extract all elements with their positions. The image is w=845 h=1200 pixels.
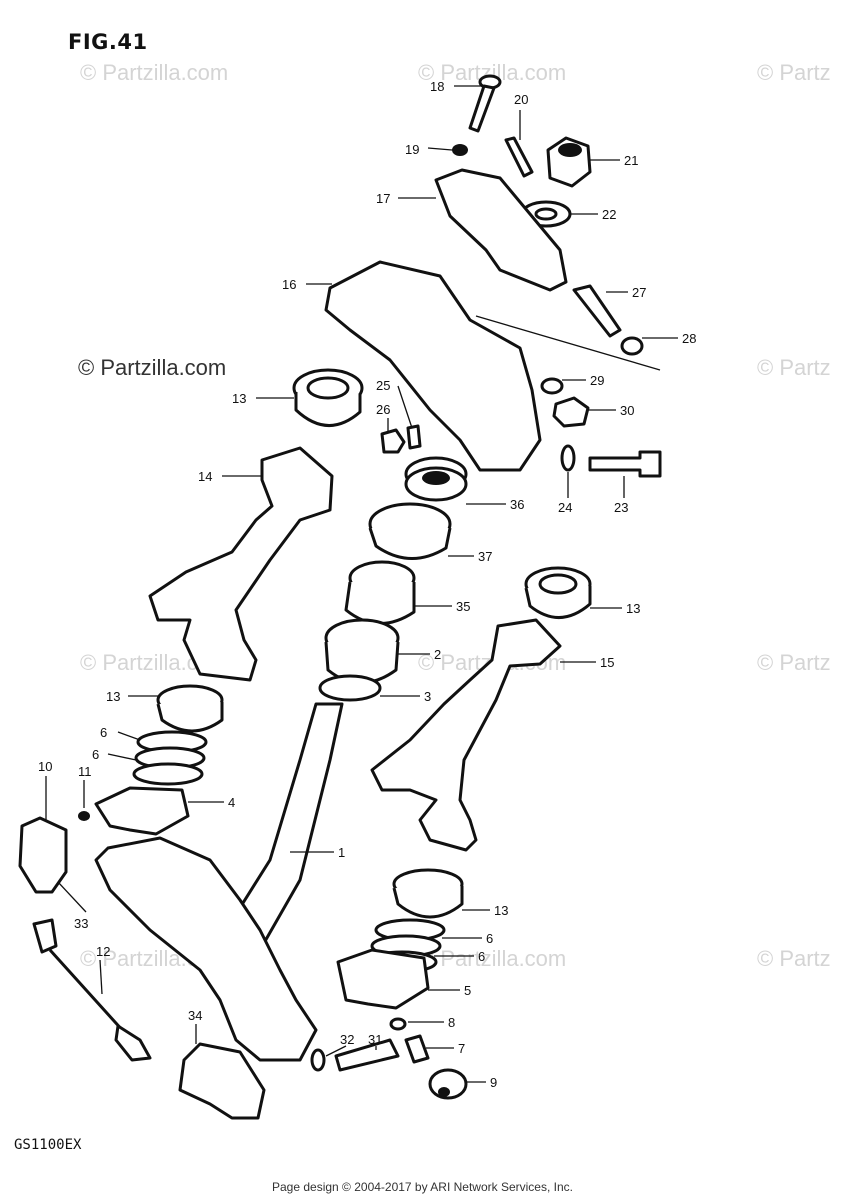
callout-36: 36 bbox=[510, 497, 524, 512]
callout-22: 22 bbox=[602, 207, 616, 222]
part-cap-nut-21 bbox=[546, 136, 592, 188]
watermark: © Partz bbox=[757, 650, 831, 675]
callout-13-lower: 13 bbox=[494, 903, 508, 918]
callout-31: 31 bbox=[368, 1032, 382, 1047]
part-bearing-35 bbox=[344, 560, 416, 625]
callout-37: 37 bbox=[478, 549, 492, 564]
part-dust-seal-13-left bbox=[156, 684, 224, 733]
callout-21: 21 bbox=[624, 153, 638, 168]
callout-29: 29 bbox=[590, 373, 604, 388]
part-handlebar-holder-17 bbox=[434, 168, 568, 292]
part-washer-29 bbox=[540, 377, 564, 395]
part-washer-24 bbox=[560, 444, 576, 472]
part-upper-bracket-16 bbox=[324, 260, 542, 472]
part-bolt-18 bbox=[468, 74, 502, 133]
part-plate-20 bbox=[504, 136, 534, 178]
callout-13-top: 13 bbox=[232, 391, 246, 406]
part-nut-19 bbox=[452, 144, 468, 156]
part-fork-cover-14 bbox=[148, 446, 334, 682]
callout-32: 32 bbox=[340, 1032, 354, 1047]
part-nut-30 bbox=[552, 396, 590, 428]
figure-title: FIG.41 bbox=[68, 30, 148, 54]
part-spring-6-left bbox=[132, 730, 208, 786]
callout-15: 15 bbox=[600, 655, 614, 670]
callout-17: 17 bbox=[376, 191, 390, 206]
watermark: © Partz bbox=[757, 60, 831, 85]
watermark: © Partzilla.com bbox=[80, 60, 229, 85]
part-cable-12 bbox=[32, 918, 152, 1062]
part-bracket-10 bbox=[18, 816, 68, 894]
watermark: © Partz bbox=[757, 946, 831, 971]
callout-2: 2 bbox=[434, 647, 441, 662]
part-cap-9 bbox=[428, 1068, 468, 1100]
model-code: GS1100EX bbox=[14, 1137, 82, 1153]
part-fork-clamp-4 bbox=[94, 786, 190, 836]
callout-27: 27 bbox=[632, 285, 646, 300]
part-fork-cover-15 bbox=[370, 618, 562, 852]
part-fitting-7 bbox=[404, 1034, 430, 1064]
part-seal-37 bbox=[368, 502, 452, 560]
part-dust-seal-13-top bbox=[292, 368, 364, 427]
callout-6-a: 6 bbox=[100, 725, 107, 740]
callout-34: 34 bbox=[188, 1008, 202, 1023]
callout-4: 4 bbox=[228, 795, 235, 810]
part-bolt-23 bbox=[588, 450, 662, 478]
callout-26: 26 bbox=[376, 402, 390, 417]
callout-18: 18 bbox=[430, 79, 444, 94]
part-washer-8 bbox=[389, 1017, 407, 1031]
callout-9: 9 bbox=[490, 1075, 497, 1090]
callout-35: 35 bbox=[456, 599, 470, 614]
callout-13-left: 13 bbox=[106, 689, 120, 704]
callout-33: 33 bbox=[74, 916, 88, 931]
callout-20: 20 bbox=[514, 92, 528, 107]
part-bolt-25 bbox=[406, 424, 422, 450]
callout-3: 3 bbox=[424, 689, 431, 704]
callout-6-c: 6 bbox=[486, 931, 493, 946]
callout-24: 24 bbox=[558, 500, 572, 515]
callout-25: 25 bbox=[376, 378, 390, 393]
part-bolt-27 bbox=[572, 284, 622, 338]
part-lower-bracket bbox=[94, 836, 318, 1062]
part-bracket-34 bbox=[178, 1042, 266, 1120]
callout-10: 10 bbox=[38, 759, 52, 774]
callout-28: 28 bbox=[682, 331, 696, 346]
watermark-main: © Partzilla.com bbox=[78, 355, 227, 380]
callout-5: 5 bbox=[464, 983, 471, 998]
callout-14: 14 bbox=[198, 469, 212, 484]
part-washer-28 bbox=[620, 336, 644, 356]
callout-12: 12 bbox=[96, 944, 110, 959]
watermark: © Partzilla.com bbox=[418, 946, 567, 971]
callout-13-right: 13 bbox=[626, 601, 640, 616]
callout-19: 19 bbox=[405, 142, 419, 157]
part-nut-26 bbox=[380, 428, 406, 454]
footer-copyright: Page design © 2004-2017 by ARI Network S… bbox=[271, 1180, 573, 1194]
part-bearing-2 bbox=[324, 618, 400, 685]
part-seal-3 bbox=[318, 674, 382, 702]
part-dust-seal-13-right bbox=[524, 566, 592, 619]
part-stem-nut-36 bbox=[404, 456, 468, 502]
part-fork-clamp-5 bbox=[336, 948, 430, 1010]
part-dust-seal-13-lower bbox=[392, 868, 464, 919]
callout-1: 1 bbox=[338, 845, 345, 860]
callout-23: 23 bbox=[614, 500, 628, 515]
callout-6-b: 6 bbox=[92, 747, 99, 762]
callout-11: 11 bbox=[78, 764, 92, 779]
part-bolt-31 bbox=[334, 1038, 400, 1072]
callout-7: 7 bbox=[458, 1041, 465, 1056]
callout-8: 8 bbox=[448, 1015, 455, 1030]
callout-6-d: 6 bbox=[478, 949, 485, 964]
part-washer-11 bbox=[78, 811, 90, 821]
callout-16: 16 bbox=[282, 277, 296, 292]
part-washer-32 bbox=[310, 1048, 326, 1072]
callout-30: 30 bbox=[620, 403, 634, 418]
watermark: © Partz bbox=[757, 355, 831, 380]
callouts: 18 20 19 21 17 22 16 27 28 25 29 13 26 3… bbox=[38, 79, 696, 1090]
